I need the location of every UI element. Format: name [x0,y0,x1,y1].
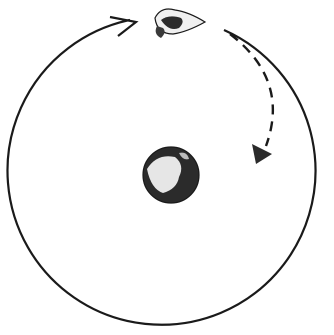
earth-icon [143,147,199,203]
orbit-direction-arrow-icon [110,17,136,36]
descent-trajectory [230,34,273,164]
spacecraft-icon [155,9,205,38]
descent-arrowhead-icon [252,144,272,164]
